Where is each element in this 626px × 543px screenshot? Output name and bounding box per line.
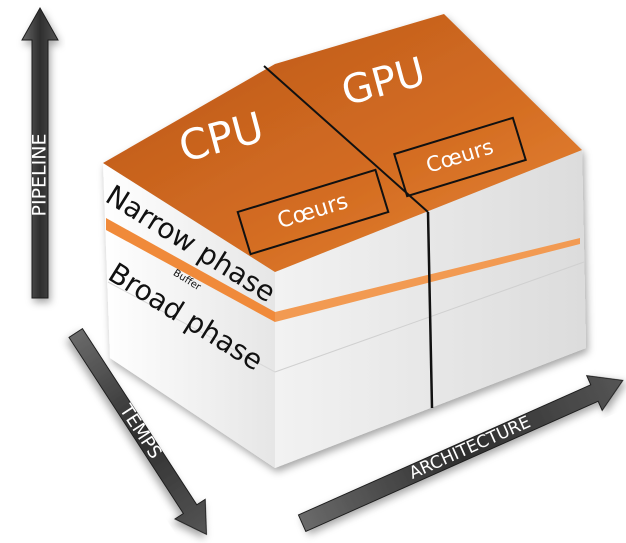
pipeline-label: PIPELINE bbox=[29, 134, 51, 217]
temps-label: TEMPS bbox=[115, 400, 166, 463]
pipeline-arrow bbox=[21, 6, 59, 299]
right-face-divider bbox=[426, 211, 434, 409]
buffer-band-right bbox=[275, 238, 580, 322]
box-left-face bbox=[103, 163, 275, 468]
left-face-seam bbox=[107, 281, 276, 373]
temps-arrow bbox=[68, 327, 207, 536]
buffer-band-left bbox=[106, 218, 275, 322]
box-top-face bbox=[103, 14, 582, 272]
architecture-label: ARCHITECTURE bbox=[406, 412, 533, 483]
cpu-cores-box bbox=[236, 168, 390, 256]
gpu-cores-box bbox=[393, 116, 527, 198]
architecture-arrow bbox=[297, 375, 624, 533]
cpu-gpu-divider bbox=[263, 65, 429, 213]
